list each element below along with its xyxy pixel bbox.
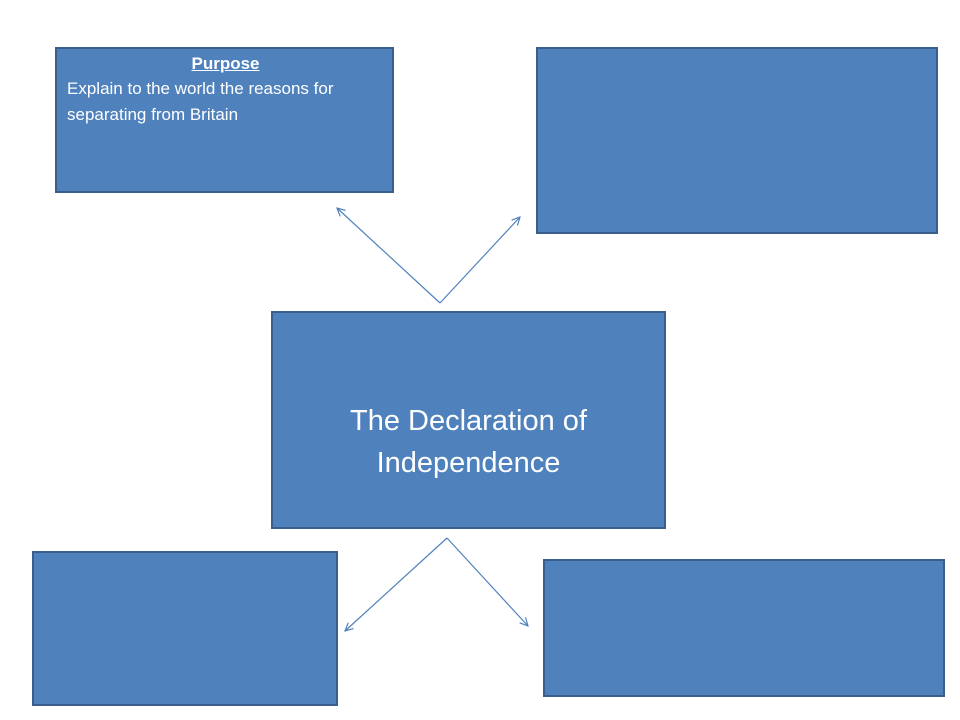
bottom-left-box <box>32 551 338 706</box>
purpose-text: Explain to the world the reasons for sep… <box>67 79 334 124</box>
bottom-right-box <box>543 559 945 697</box>
center-title: The Declaration of Independence <box>350 405 587 479</box>
center-box: The Declaration of Independence <box>271 311 666 529</box>
arrow-to-bottom-left <box>345 537 448 631</box>
purpose-heading: Purpose <box>191 54 260 73</box>
arrow-to-purpose <box>337 208 441 304</box>
top-right-box <box>536 47 938 234</box>
arrow-to-bottom-right <box>446 537 528 626</box>
arrow-to-top-right <box>439 217 520 304</box>
purpose-box: Purpose Explain to the world the reasons… <box>55 47 394 193</box>
